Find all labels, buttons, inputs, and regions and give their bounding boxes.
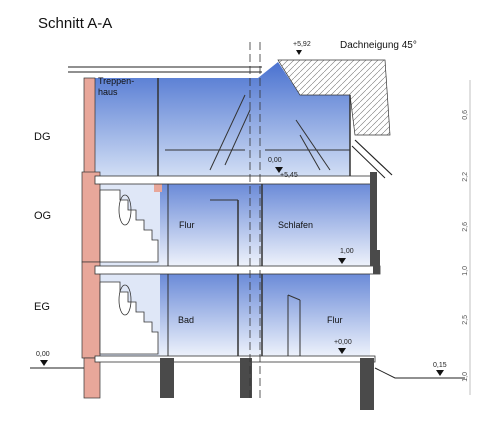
- level-og: OG: [34, 210, 52, 222]
- level-eg: EG: [34, 301, 50, 313]
- stair-og-turn: [118, 194, 132, 226]
- elev-top: +5,92: [293, 41, 311, 48]
- dg-brace2: [224, 109, 251, 166]
- dim-3: 2,6: [462, 222, 469, 232]
- elev-ground-left: 0,00: [36, 351, 50, 358]
- stair-eg-turn: [118, 284, 132, 316]
- right-wall-eg: [373, 250, 380, 274]
- slab-dg: [94, 175, 376, 185]
- left-wall-base: [83, 357, 101, 399]
- right-wall-og: [370, 172, 377, 266]
- elev-marker-dg: [275, 167, 283, 173]
- elev-dg: 0,00: [268, 157, 282, 164]
- elev-marker-gl: [40, 360, 48, 366]
- room-eg-bad: Bad: [178, 315, 195, 325]
- foundation-3: [360, 358, 374, 410]
- foundation-2: [240, 358, 252, 398]
- elev-og: 1,00: [340, 248, 354, 255]
- elev-ground-right: 0,15: [433, 362, 447, 369]
- level-dg: DG: [34, 131, 51, 143]
- elev-marker-eg: [338, 348, 346, 354]
- elev-marker-gr: [436, 370, 444, 376]
- dim-6: 1,0: [462, 372, 469, 382]
- dg-brace1: [209, 94, 246, 171]
- dim-5: 2,5: [462, 315, 469, 325]
- eg-space: [160, 274, 370, 358]
- left-wall-og: [81, 171, 101, 263]
- og-space: [160, 184, 375, 266]
- roof-brick: [277, 59, 391, 136]
- dim-2: 2,2: [462, 172, 469, 182]
- eg-door-top: [287, 294, 301, 301]
- slab-eg: [94, 355, 376, 363]
- foundation-1: [160, 358, 174, 398]
- stair-wall-red: [154, 178, 162, 192]
- stair-label: Treppen- haus: [98, 76, 135, 97]
- dg-brace3: [295, 119, 331, 171]
- stair-eg: [99, 281, 159, 355]
- elev-marker-top: [296, 50, 302, 55]
- ground-right: [374, 367, 465, 379]
- dg-brace4: [299, 134, 321, 171]
- room-og-schlafen: Schlafen: [278, 220, 314, 230]
- roof-slope2: [351, 145, 386, 179]
- room-og-flur: Flur: [179, 220, 195, 230]
- elev-dg2: +5,45: [280, 172, 298, 179]
- left-wall-eg: [81, 261, 101, 359]
- roof-slope: [354, 139, 393, 176]
- left-wall-dg: [83, 77, 96, 179]
- slab-og: [94, 265, 381, 275]
- dim-1: 0,6: [462, 110, 469, 120]
- drawing-title: Schnitt A-A: [38, 15, 113, 32]
- room-eg-flur: Flur: [327, 315, 343, 325]
- roof-pitch-note: Dachneigung 45°: [340, 40, 417, 51]
- stair-og: [99, 189, 159, 263]
- dim-4: 1,0: [462, 266, 469, 276]
- elev-eg: +0,00: [334, 339, 352, 346]
- elev-marker-og: [338, 258, 346, 264]
